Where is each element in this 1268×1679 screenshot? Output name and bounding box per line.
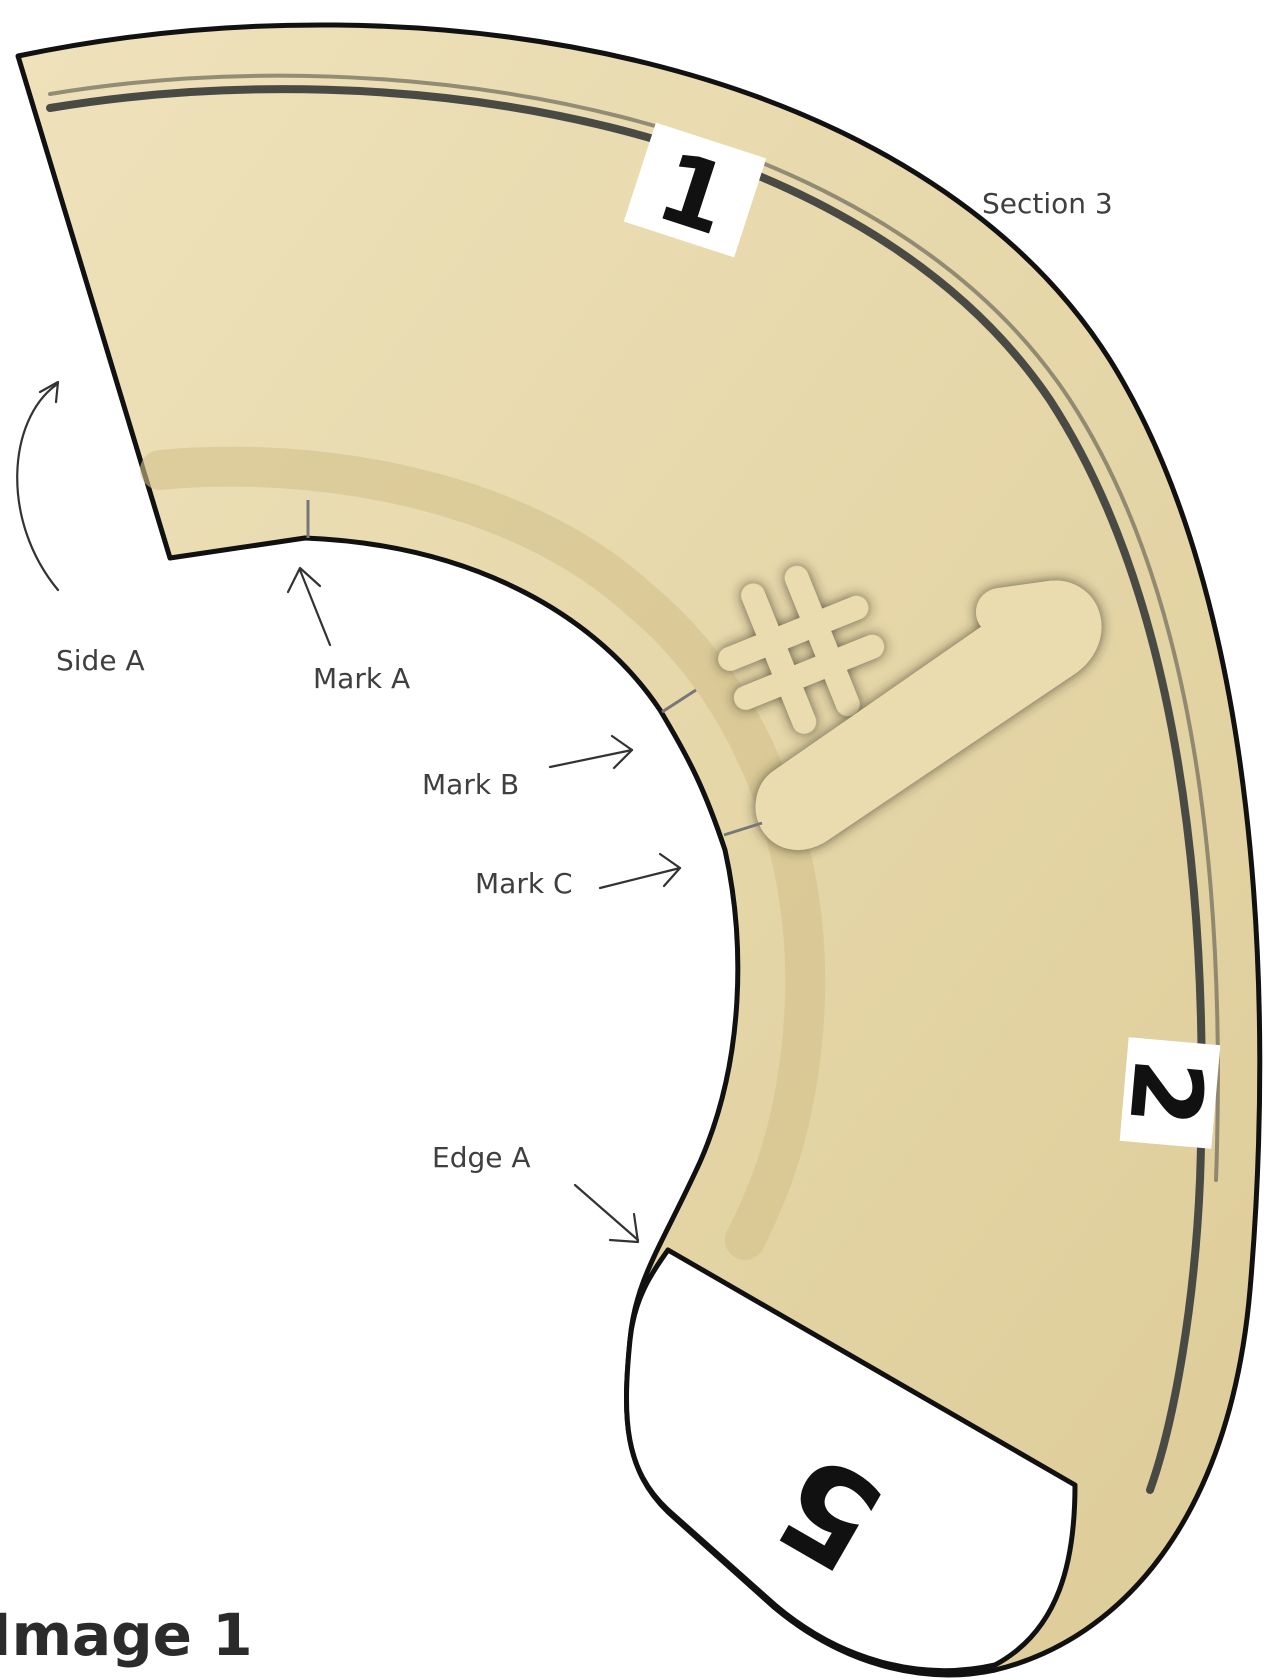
side-a-arrow (17, 385, 58, 590)
side-a-label: Side A (56, 644, 145, 677)
mark-c-label: Mark C (475, 867, 573, 900)
image-caption: Image 1 (0, 1601, 253, 1669)
section-label: Section 3 (982, 187, 1113, 220)
tag-2-number: 2 (1107, 1054, 1224, 1130)
edge-a-label: Edge A (432, 1141, 531, 1174)
edge-a-arrow (575, 1185, 638, 1240)
mark-c-arrow (600, 868, 680, 888)
mark-a-label: Mark A (313, 662, 410, 695)
mark-b-label: Mark B (422, 768, 519, 801)
mark-b-arrow (550, 750, 632, 767)
